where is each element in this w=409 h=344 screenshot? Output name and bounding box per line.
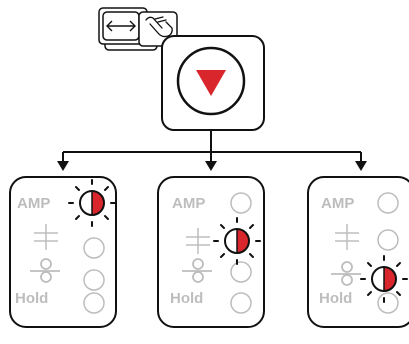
panel-amp-active: AMP Hold — [9, 176, 117, 328]
amp-label: AMP — [172, 195, 205, 212]
hold-led — [377, 292, 399, 314]
triangle-down-icon — [196, 70, 226, 96]
rollers-icon — [30, 258, 60, 283]
amp-led — [230, 192, 252, 214]
pressure-icon — [34, 224, 58, 250]
panel-rollers-active: AMP Hold — [307, 176, 409, 328]
hold-led — [83, 292, 105, 314]
pressure-icon — [186, 228, 210, 254]
rollers-icon — [331, 261, 361, 286]
hold-led — [230, 292, 252, 314]
pressure-icon — [335, 224, 359, 250]
amp-led-active — [68, 179, 116, 227]
hold-label: Hold — [170, 290, 203, 307]
pressure-led — [377, 229, 399, 251]
amp-label: AMP — [321, 195, 354, 212]
main-button[interactable] — [161, 35, 265, 131]
amp-led — [377, 192, 399, 214]
hold-label: Hold — [319, 290, 352, 307]
rollers-led — [83, 269, 105, 291]
swap-arrows-icon — [106, 20, 136, 32]
amp-label: AMP — [17, 195, 50, 212]
hand-touch-icon — [145, 16, 173, 38]
hold-label: Hold — [15, 290, 48, 307]
panel-pressure-active: AMP Hold — [157, 176, 265, 328]
connector-arrows — [57, 130, 367, 171]
pressure-led-active — [213, 217, 261, 265]
rollers-led-active — [360, 255, 408, 303]
pressure-led — [83, 237, 105, 259]
rollers-led — [230, 261, 252, 283]
rollers-icon — [182, 258, 212, 283]
